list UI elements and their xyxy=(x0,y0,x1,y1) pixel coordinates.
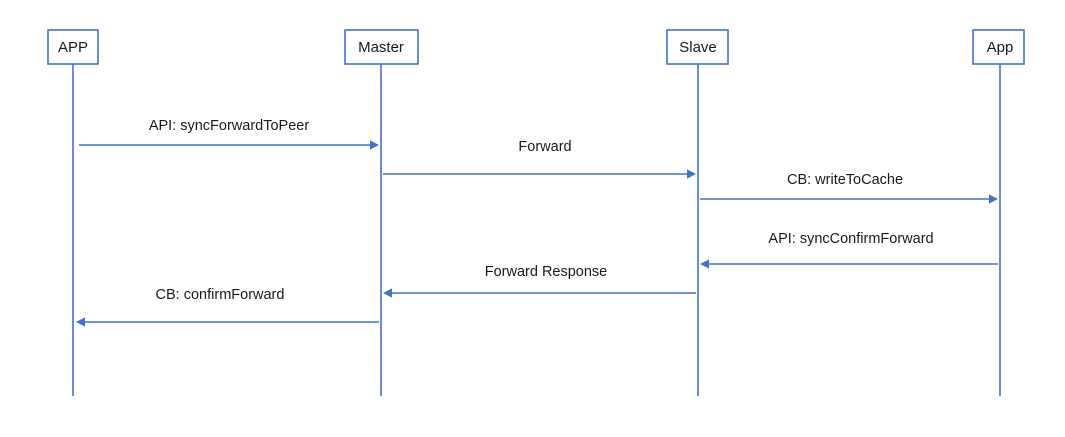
message-m1[interactable]: API: syncForwardToPeer xyxy=(79,118,379,150)
message-m6[interactable]: CB: confirmForward xyxy=(76,287,379,327)
message-label: Forward xyxy=(518,139,571,155)
message-arrowhead xyxy=(989,194,998,204)
lifeline-app_right[interactable]: App xyxy=(972,29,1025,396)
lifeline-header-box[interactable] xyxy=(344,29,419,65)
message-arrowhead xyxy=(383,288,392,298)
lifeline-label: Slave xyxy=(679,39,717,56)
lifeline-slave[interactable]: Slave xyxy=(666,29,729,396)
message-m3[interactable]: CB: writeToCache xyxy=(700,172,998,204)
message-label: API: syncForwardToPeer xyxy=(149,118,310,134)
lifeline-master[interactable]: Master xyxy=(344,29,419,396)
lifeline-header-box[interactable] xyxy=(972,29,1025,65)
lifelines-layer: APP Master Slave App xyxy=(47,29,1025,396)
message-label: CB: writeToCache xyxy=(787,172,903,188)
message-label: API: syncConfirmForward xyxy=(768,231,933,247)
message-arrowhead xyxy=(700,259,709,269)
lifeline-label: Master xyxy=(358,39,404,56)
message-arrowhead xyxy=(687,169,696,179)
message-label: CB: confirmForward xyxy=(156,287,285,303)
message-m4[interactable]: API: syncConfirmForward xyxy=(700,231,998,269)
lifeline-app_left[interactable]: APP xyxy=(47,29,99,396)
message-m2[interactable]: Forward xyxy=(383,139,696,179)
lifeline-label: App xyxy=(987,39,1014,56)
message-arrowhead xyxy=(76,317,85,327)
message-label: Forward Response xyxy=(485,264,608,280)
lifeline-header-box[interactable] xyxy=(666,29,729,65)
message-arrowhead xyxy=(370,140,379,150)
lifeline-label: APP xyxy=(58,39,88,56)
message-m5[interactable]: Forward Response xyxy=(383,264,696,298)
